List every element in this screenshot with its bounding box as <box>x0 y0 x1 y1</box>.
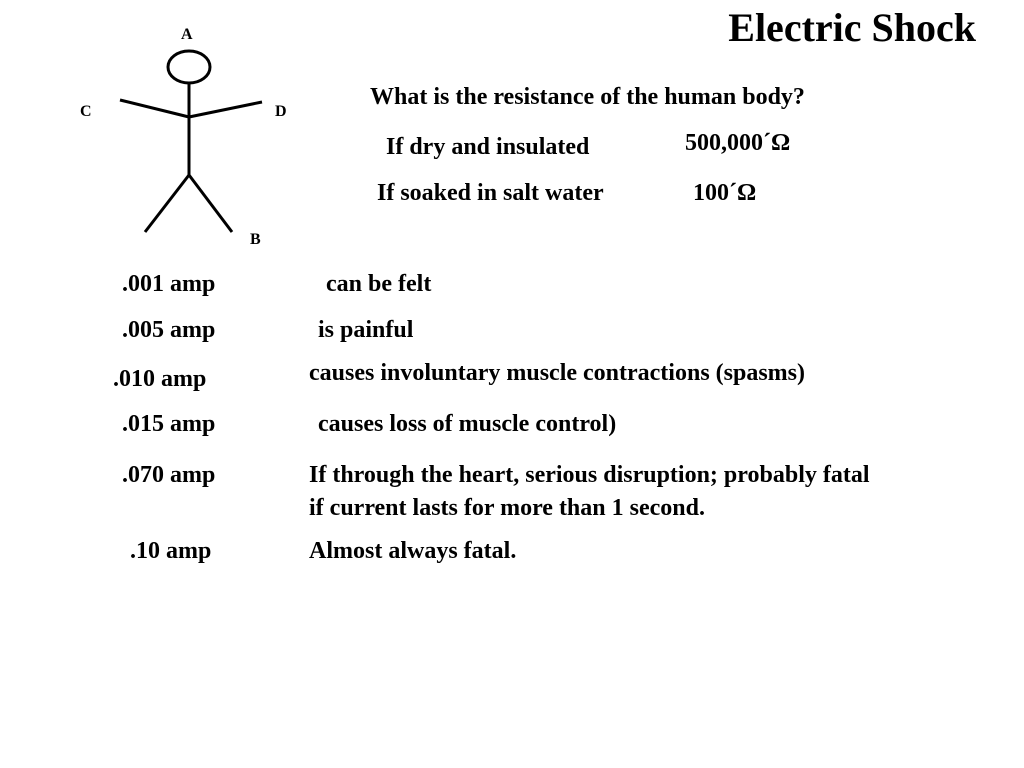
figure-head <box>166 49 212 85</box>
figure-right-leg <box>187 174 234 233</box>
resistance-question: What is the resistance of the human body… <box>370 84 805 110</box>
current-amp: .015 amp <box>122 411 216 437</box>
wet-label: If soaked in salt water <box>377 180 604 206</box>
current-effect: can be felt <box>326 271 432 297</box>
stick-figure-diagram <box>119 49 263 233</box>
figure-label-a: A <box>181 26 193 43</box>
figure-left-leg <box>143 174 191 233</box>
wet-value: 100´Ω <box>693 180 757 206</box>
current-amp: .001 amp <box>122 271 216 297</box>
dry-value: 500,000´Ω <box>685 130 791 156</box>
current-effect: is painful <box>318 317 414 343</box>
current-effect: causes loss of muscle control) <box>318 411 617 437</box>
dry-label: If dry and insulated <box>386 134 590 160</box>
current-amp: .005 amp <box>122 317 216 343</box>
figure-right-arm <box>188 100 263 119</box>
figure-label-d: D <box>275 103 287 120</box>
current-effect: Almost always fatal. <box>309 538 517 564</box>
slide-title: Electric Shock <box>728 5 976 50</box>
current-effect-line2: if current lasts for more than 1 second. <box>309 495 705 521</box>
figure-label-c: C <box>80 103 92 120</box>
current-effect-line1: If through the heart, serious disruption… <box>309 462 870 488</box>
current-amp: .070 amp <box>122 462 216 488</box>
current-amp: .10 amp <box>130 538 212 564</box>
figure-left-arm <box>119 98 190 119</box>
current-amp: .010 amp <box>113 366 207 392</box>
current-effect: causes involuntary muscle contractions (… <box>309 360 805 386</box>
figure-label-b: B <box>250 231 261 248</box>
